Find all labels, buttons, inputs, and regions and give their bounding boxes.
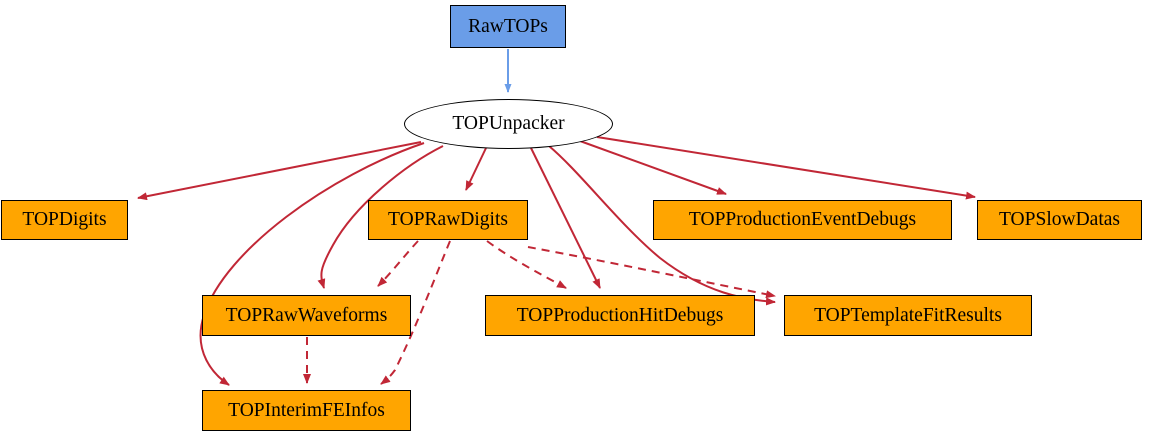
node-topproductionhitdebugs[interactable]: TOPProductionHitDebugs [485, 295, 755, 336]
node-topslowdatas-label: TOPSlowDatas [999, 209, 1120, 231]
node-toprawwaveforms[interactable]: TOPRawWaveforms [202, 295, 411, 336]
node-topunpacker-label: TOPUnpacker [452, 113, 565, 135]
node-topproductioneventdebugs-label: TOPProductionEventDebugs [688, 209, 917, 231]
edge-topunpacker-to-topslowdatas [596, 136, 976, 200]
node-topproductionhitdebugs-label: TOPProductionHitDebugs [516, 304, 724, 326]
node-rawtops[interactable]: RawTOPs [450, 5, 566, 48]
edge-toprawdigits-to-toptemplatefitresults [527, 246, 776, 299]
node-toptemplatefitresults-label: TOPTemplateFitResults [814, 304, 1002, 326]
edge-topunpacker-to-toprawdigits [465, 147, 487, 191]
edge-topunpacker-to-topdigits [137, 141, 422, 201]
node-topproductioneventdebugs[interactable]: TOPProductionEventDebugs [653, 200, 952, 240]
node-topslowdatas[interactable]: TOPSlowDatas [977, 200, 1142, 240]
node-topdigits[interactable]: TOPDigits [1, 200, 128, 240]
node-toptemplatefitresults[interactable]: TOPTemplateFitResults [784, 295, 1032, 336]
edge-toprawdigits-to-toprawwaveforms [377, 240, 419, 287]
edge-topunpacker-to-topinterimfeinfos [199, 142, 425, 386]
node-topdigits-label: TOPDigits [22, 209, 107, 231]
node-topinterimfeinfos[interactable]: TOPInterimFEInfos [202, 390, 411, 431]
node-toprawdigits-label: TOPRawDigits [388, 209, 508, 231]
node-rawtops-label: RawTOPs [468, 15, 548, 37]
edge-topunpacker-to-topproductioneventdebugs [579, 140, 727, 195]
node-toprawdigits[interactable]: TOPRawDigits [368, 200, 528, 240]
edge-toprawdigits-to-topproductionhitdebugs [486, 240, 567, 289]
node-toprawwaveforms-label: TOPRawWaveforms [225, 304, 388, 326]
edge-topunpacker-to-topproductionhitdebugs [530, 147, 601, 289]
node-topunpacker[interactable]: TOPUnpacker [404, 99, 613, 149]
node-topinterimfeinfos-label: TOPInterimFEInfos [228, 399, 385, 421]
